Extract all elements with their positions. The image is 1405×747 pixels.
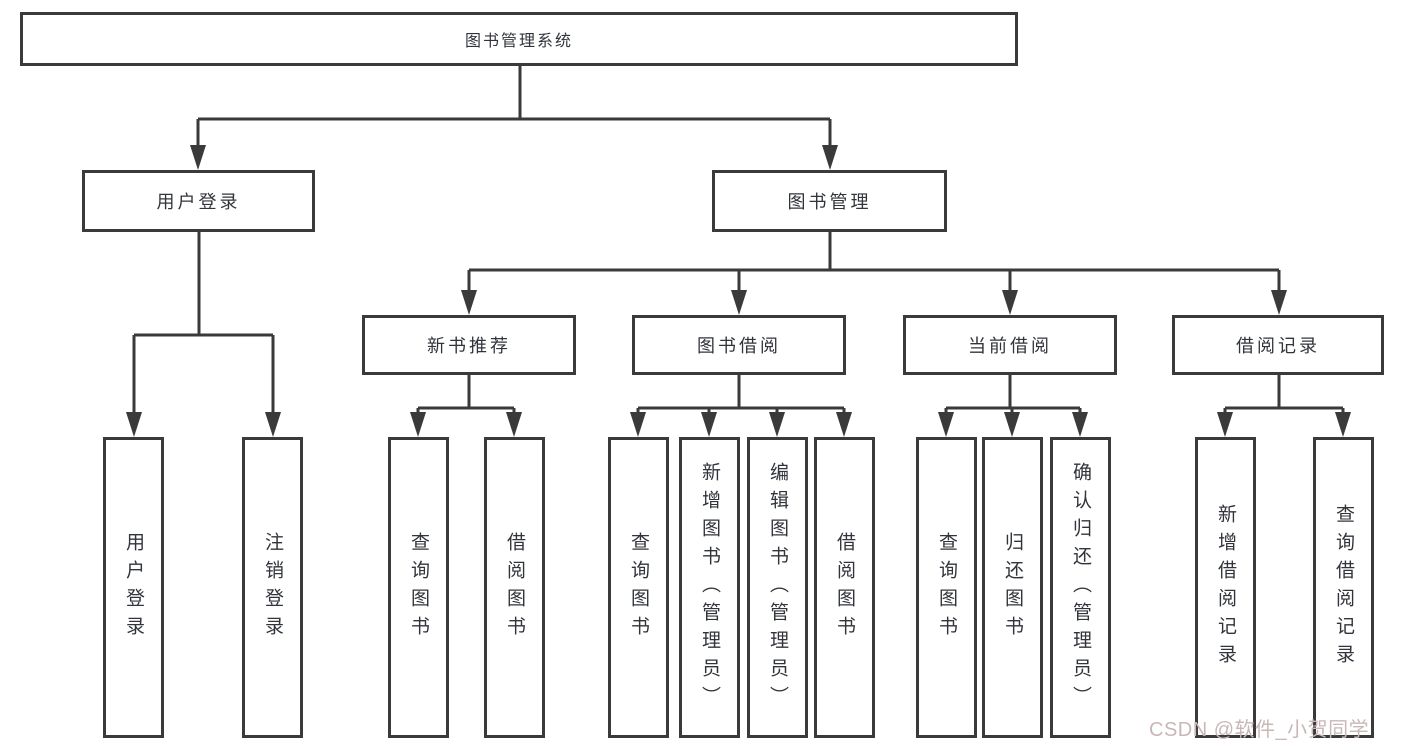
leaf-label: 新增图书（管理员）: [699, 461, 720, 714]
leaf-label: 查询图书: [936, 531, 957, 644]
leaf-label: 借阅图书: [504, 531, 525, 644]
node-current-borrowing: 当前借阅: [903, 315, 1117, 375]
node-label: 图书管理系统: [464, 33, 573, 50]
node-label: 用户登录: [156, 192, 241, 212]
leaf-records-add-record: 新增借阅记录: [1195, 437, 1256, 738]
leaf-recommend-query-books: 查询图书: [388, 437, 449, 738]
leaf-label: 查询图书: [628, 531, 649, 644]
node-new-book-recommendation: 新书推荐: [362, 315, 576, 375]
node-label: 借阅记录: [1236, 336, 1320, 356]
leaf-borrowing-edit-books-admin: 编辑图书（管理员）: [747, 437, 808, 738]
node-user-login: 用户登录: [82, 170, 315, 232]
leaf-current-query-books: 查询图书: [916, 437, 977, 738]
leaf-current-confirm-return-admin: 确认归还（管理员）: [1050, 437, 1111, 738]
leaf-borrowing-add-books-admin: 新增图书（管理员）: [679, 437, 740, 738]
node-library-management-system: 图书管理系统: [20, 12, 1018, 66]
csdn-watermark: CSDN @软件_小贺同学: [1149, 719, 1370, 741]
leaf-label: 用户登录: [123, 531, 144, 644]
leaf-label: 借阅图书: [834, 531, 855, 644]
node-book-management: 图书管理: [712, 170, 947, 232]
leaf-recommend-borrow-books: 借阅图书: [484, 437, 545, 738]
node-label: 图书管理: [787, 192, 872, 212]
leaf-current-return-books: 归还图书: [982, 437, 1043, 738]
leaf-label: 编辑图书（管理员）: [767, 461, 788, 714]
leaf-label: 确认归还（管理员）: [1070, 461, 1091, 714]
node-label: 新书推荐: [427, 336, 511, 356]
leaf-user-login: 用户登录: [103, 437, 164, 738]
leaf-records-query-record: 查询借阅记录: [1313, 437, 1374, 738]
node-book-borrowing: 图书借阅: [632, 315, 846, 375]
node-label: 图书借阅: [697, 336, 781, 356]
leaf-borrowing-borrow-books: 借阅图书: [814, 437, 875, 738]
leaf-label: 归还图书: [1002, 531, 1023, 644]
leaf-label: 查询图书: [408, 531, 429, 644]
leaf-label: 查询借阅记录: [1333, 503, 1354, 672]
leaf-logout: 注销登录: [242, 437, 303, 738]
node-label: 当前借阅: [968, 336, 1052, 356]
leaf-borrowing-query-books: 查询图书: [608, 437, 669, 738]
leaf-label: 注销登录: [262, 531, 283, 644]
node-borrowing-records: 借阅记录: [1172, 315, 1384, 375]
leaf-label: 新增借阅记录: [1215, 503, 1236, 672]
